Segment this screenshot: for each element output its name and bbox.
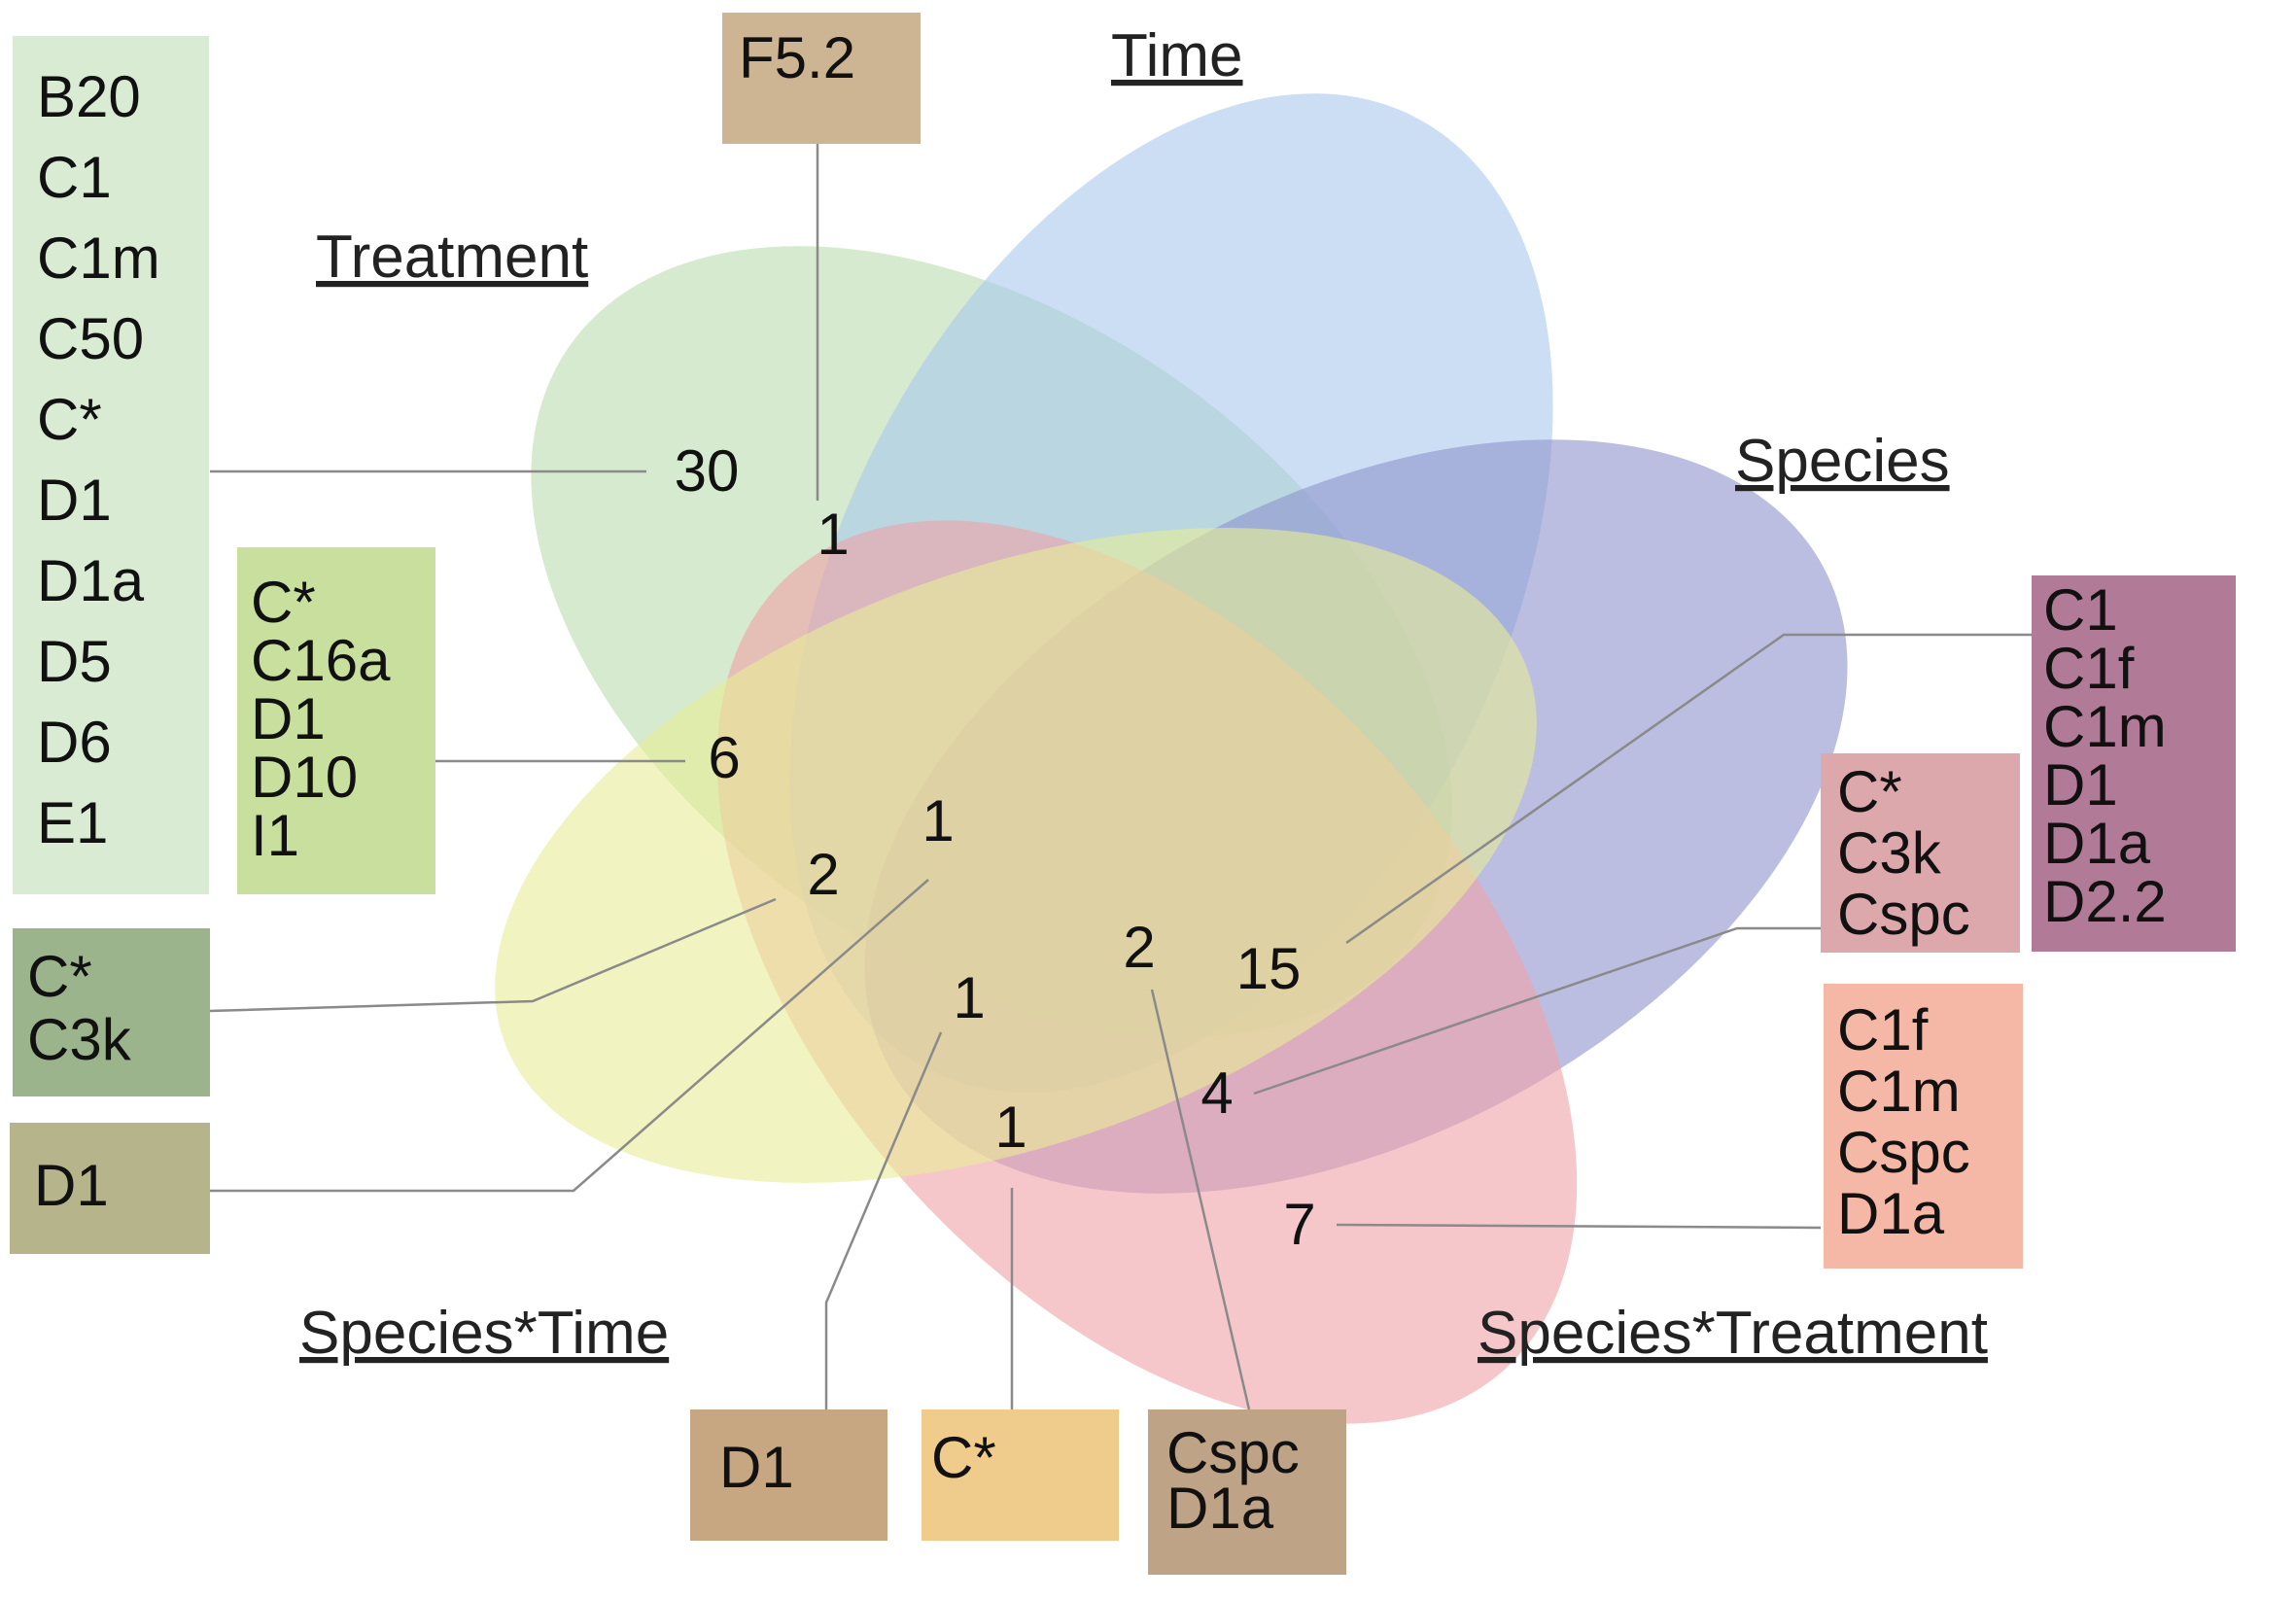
box-item: E1 [37, 790, 108, 855]
box-olive-bg [10, 1123, 210, 1254]
title-species-treatment: Species*Treatment [1478, 1300, 1988, 1367]
box-brown-cspc-bg [1148, 1409, 1346, 1575]
box-item: C1m [2043, 694, 2167, 759]
box-item: D1a [37, 548, 145, 613]
leader-brown-cspc [1150, 989, 1251, 1410]
title-species-time: Species*Time [299, 1300, 669, 1367]
box-item: I1 [251, 803, 299, 868]
box-item: D1a [2043, 811, 2151, 876]
box-brown-d1: D1 [690, 1409, 887, 1541]
count-treatment-speciestime: 6 [708, 725, 740, 790]
box-green-mid-bg [237, 547, 435, 894]
box-item: C1 [37, 145, 112, 210]
box-dark-green-bg [13, 928, 210, 1096]
label-boxes: B20 C1 C1m C50 C* D1 D1a D5 D6 E1 F5.2 C… [10, 13, 2236, 1575]
box-item: C* [931, 1425, 996, 1490]
box-salmon: C1f C1m Cspc D1a [1824, 984, 2023, 1269]
box-item: C3k [1837, 820, 1942, 886]
box-item: C16a [251, 628, 391, 693]
box-item: C* [27, 944, 92, 1009]
box-item: C1m [1837, 1059, 1961, 1124]
box-treatment-list-bg [13, 36, 209, 894]
box-item: Cspc [1837, 1120, 1970, 1185]
box-dark-green: C* C3k [13, 928, 210, 1096]
box-item: D2.2 [2043, 869, 2167, 934]
leader-species-purple [1345, 633, 2032, 945]
box-brown-d1-bg [690, 1409, 887, 1541]
box-item: C1m [37, 226, 160, 291]
count-species-speciestreatment-small: 4 [1200, 1061, 1233, 1126]
box-item: C50 [37, 306, 144, 371]
box-item: C* [1837, 759, 1902, 824]
box-treatment-list: B20 C1 C1m C50 C* D1 D1a D5 D6 E1 [13, 36, 209, 894]
region-counts: 30 1 6 1 2 2 15 1 1 4 7 [675, 438, 1316, 1257]
count-center-b: 2 [807, 842, 839, 907]
box-item: C* [251, 570, 316, 635]
leader-pink-small [1253, 926, 1821, 1096]
box-item: D10 [251, 745, 358, 810]
box-item: Cspc [1166, 1420, 1300, 1485]
box-item: Cspc [1837, 882, 1970, 947]
box-green-mid: C* C16a D1 D10 I1 [237, 547, 435, 894]
count-speciestime-speciestreatment: 1 [994, 1095, 1026, 1160]
box-item: D5 [37, 629, 112, 694]
box-item: D6 [37, 710, 112, 775]
box-item: F5.2 [739, 25, 855, 90]
count-treatment-time: 1 [817, 502, 849, 567]
box-top-f: F5.2 [722, 13, 921, 144]
box-item: B20 [37, 64, 141, 129]
box-item: C1 [2043, 577, 2118, 643]
box-item: C1f [1837, 997, 1929, 1062]
title-time: Time [1111, 22, 1242, 89]
leader-lines [209, 144, 2032, 1410]
box-pink-small: C* C3k Cspc [1821, 753, 2020, 953]
count-species-speciestreatment: 15 [1236, 936, 1302, 1001]
leader-brown-d1 [824, 1031, 943, 1409]
box-item: D1a [1166, 1476, 1274, 1541]
count-center-d: 1 [953, 965, 985, 1030]
box-brown-cspc: Cspc D1a [1148, 1409, 1346, 1575]
count-center-c: 2 [1123, 915, 1155, 980]
box-item: D1 [2043, 752, 2118, 817]
box-item: D1 [251, 686, 326, 751]
count-speciestreatment-only: 7 [1283, 1192, 1315, 1257]
box-item: C1f [2043, 636, 2135, 701]
box-salmon-bg [1824, 984, 2023, 1269]
box-item: C3k [27, 1007, 132, 1072]
box-yellow-c-bg [922, 1409, 1119, 1541]
leader-olive [210, 879, 929, 1193]
title-species: Species [1735, 428, 1950, 495]
box-item: D1a [1837, 1181, 1945, 1246]
box-species-purple-bg [2032, 575, 2236, 952]
box-species-purple: C1 C1f C1m D1 D1a D2.2 [2032, 575, 2236, 952]
leader-salmon [1336, 1223, 1822, 1230]
venn-ellipses [495, 93, 1848, 1424]
count-center-a: 1 [922, 788, 954, 853]
box-pink-small-bg [1821, 753, 2020, 953]
box-olive: D1 [10, 1123, 210, 1254]
box-top-f-bg [722, 13, 921, 144]
box-item: D1 [34, 1153, 109, 1218]
box-item: D1 [719, 1435, 794, 1500]
leader-dark-green [209, 897, 777, 1013]
box-item: D1 [37, 468, 112, 533]
box-yellow-c: C* [922, 1409, 1119, 1541]
ellipse-species-time [495, 528, 1537, 1183]
count-treatment-only: 30 [675, 438, 740, 504]
box-item: C* [37, 387, 102, 452]
title-treatment: Treatment [316, 224, 588, 291]
